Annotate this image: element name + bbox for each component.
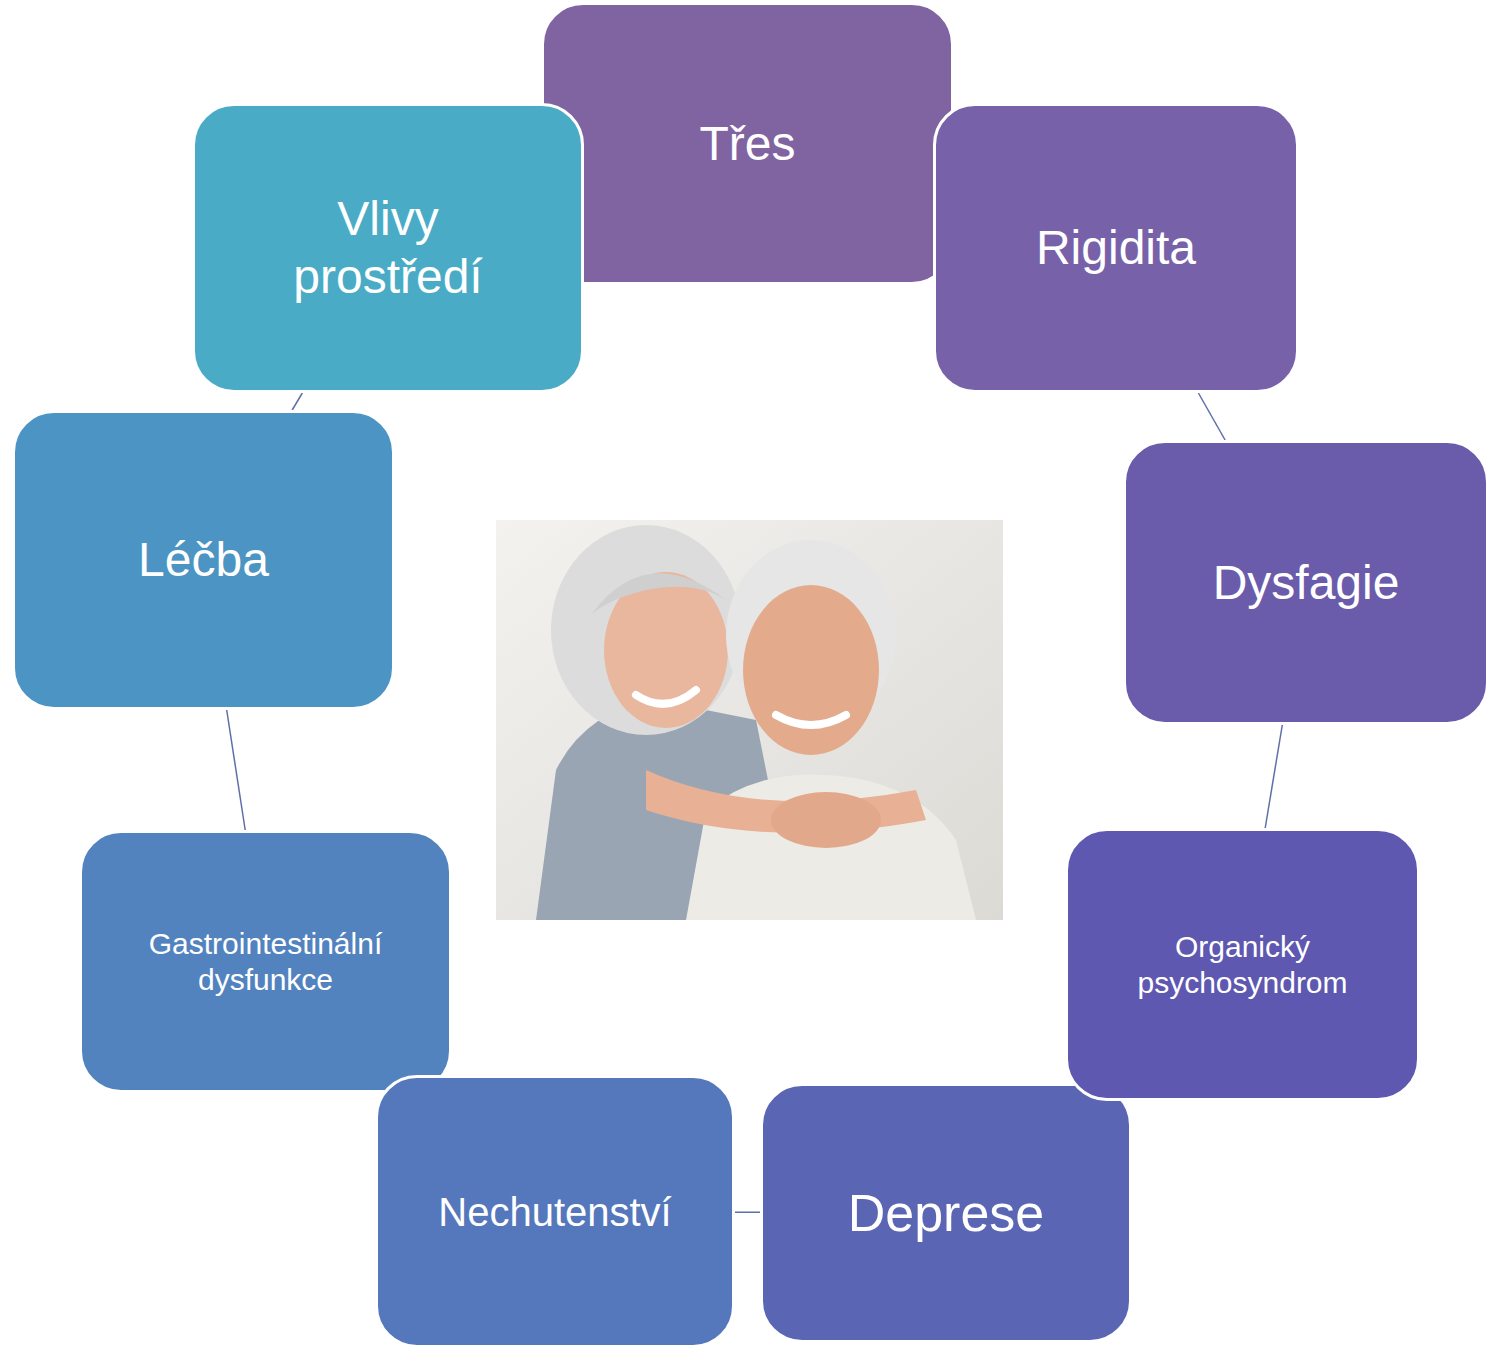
cycle-box: Rigidita: [933, 103, 1299, 393]
cycle-connector: [1265, 725, 1282, 828]
box-label: Gastrointestinální dysfunkce: [116, 926, 416, 998]
cycle-connector: [227, 710, 246, 830]
box-label: Organický psychosyndrom: [1098, 929, 1388, 1001]
cycle-connector: [735, 1211, 760, 1213]
cycle-box: Organický psychosyndrom: [1065, 828, 1420, 1101]
box-label: Třes: [700, 115, 796, 173]
couple-photo: [496, 520, 1003, 920]
cycle-connector: [1198, 393, 1225, 440]
cycle-connector: [292, 393, 302, 410]
box-label: Rigidita: [1036, 219, 1196, 277]
box-label: Nechutenství: [438, 1188, 671, 1236]
cycle-box: Třes: [541, 2, 954, 285]
box-label: Léčba: [138, 531, 269, 589]
box-label: Dysfagie: [1213, 554, 1400, 612]
cycle-box: Vlivy prostředí: [192, 103, 584, 393]
box-label: Deprese: [848, 1182, 1045, 1244]
cycle-box: Léčba: [12, 410, 395, 710]
cycle-box: Gastrointestinální dysfunkce: [79, 830, 452, 1093]
box-label: Vlivy prostředí: [238, 190, 538, 305]
cycle-box: Deprese: [760, 1083, 1132, 1343]
cycle-box: Dysfagie: [1123, 440, 1489, 725]
cycle-box: Nechutenství: [375, 1075, 735, 1348]
